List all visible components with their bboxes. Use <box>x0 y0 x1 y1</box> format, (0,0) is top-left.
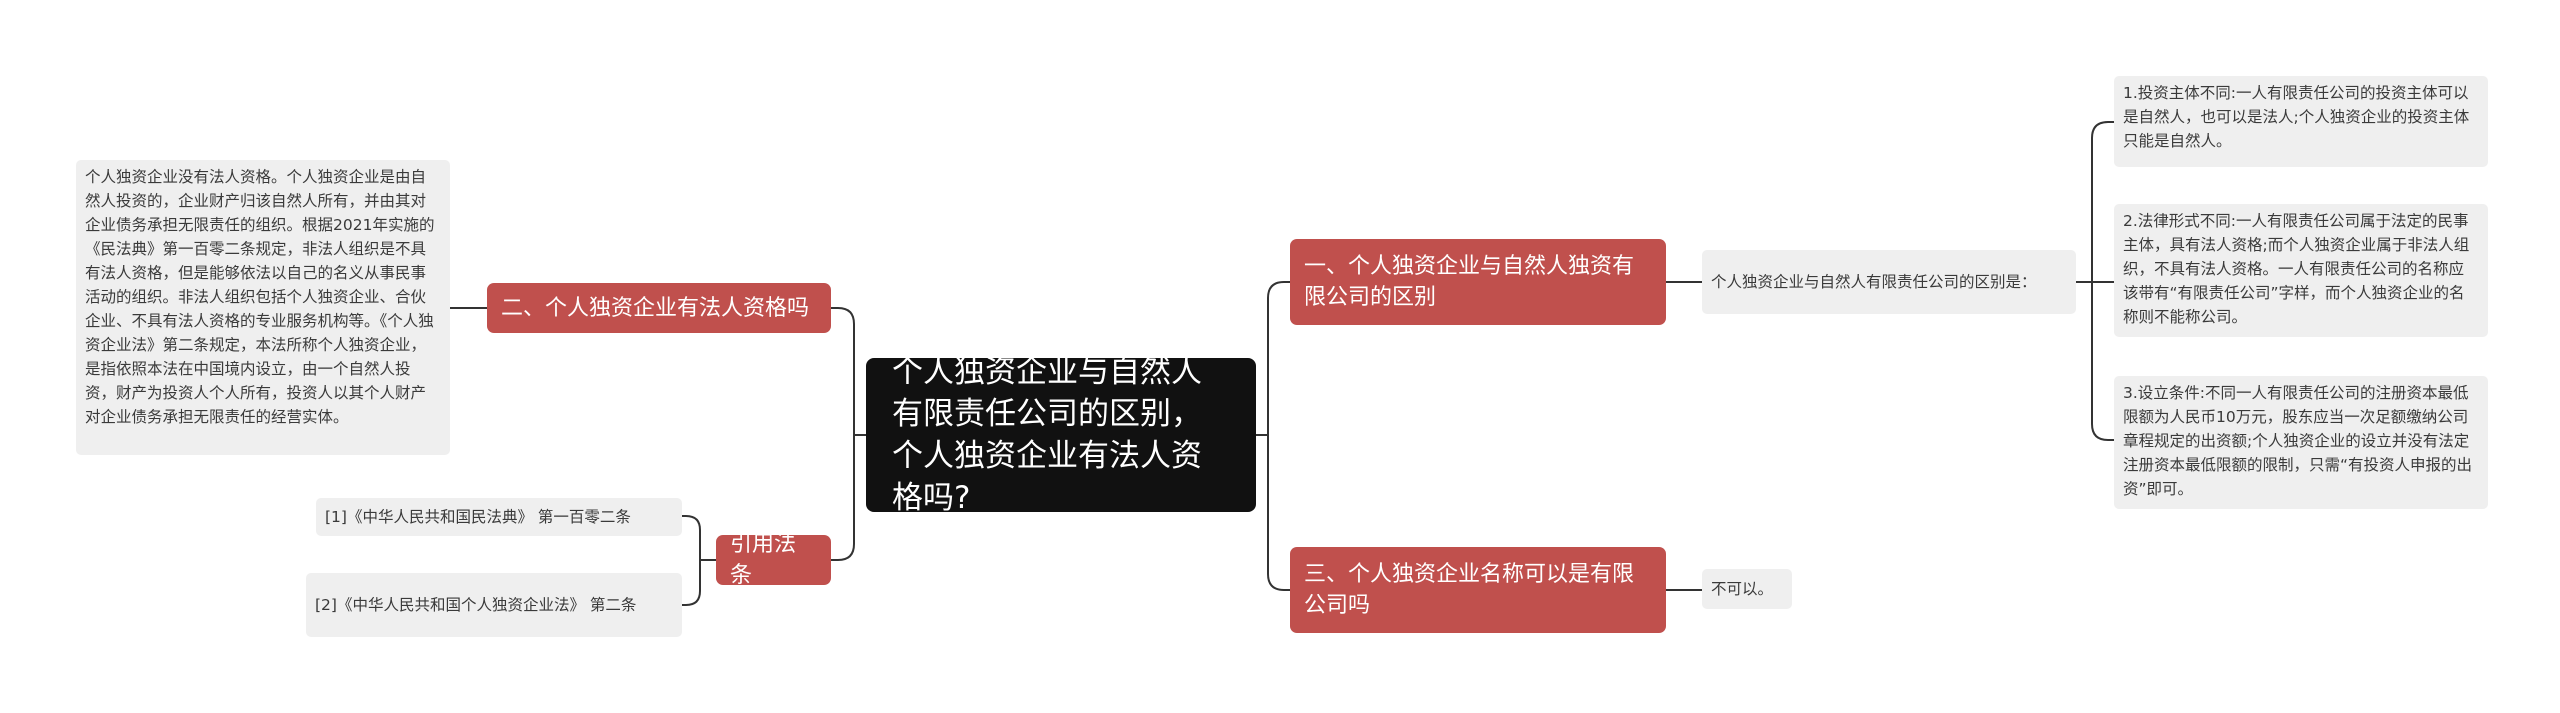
link-root-b4 <box>831 434 866 561</box>
branch-legal-person[interactable]: 二、个人独资企业有法人资格吗 <box>487 283 831 333</box>
branch-legal-person-text: 二、个人独资企业有法人资格吗 <box>501 295 810 321</box>
leaf-cited-law-2[interactable]: [2]《中华人民共和国个人独资企业法》 第二条 <box>306 573 682 637</box>
branch-cited-laws-text: 引用法条 <box>730 532 797 588</box>
leaf-difference-2[interactable]: 2.法律形式不同:一人有限责任公司属于法定的民事主体，具有法人资格;而个人独资企… <box>2114 204 2488 337</box>
leaf-difference-1-text: 1.投资主体不同:一人有限责任公司的投资主体可以是自然人，也可以是法人;个人独资… <box>2123 84 2470 150</box>
link-root-b1 <box>1256 281 1290 436</box>
link-intro-diff1 <box>2076 121 2114 283</box>
leaf-difference-3-text: 3.设立条件:不同一人有限责任公司的注册资本最低限额为人民币10万元，股东应当一… <box>2123 384 2473 498</box>
leaf-cited-law-2-text: [2]《中华人民共和国个人独资企业法》 第二条 <box>315 596 637 614</box>
leaf-differences-intro-text: 个人独资企业与自然人有限责任公司的区别是： <box>1711 273 2037 291</box>
link-root-b3 <box>1256 434 1290 591</box>
leaf-company-name-answer[interactable]: 不可以。 <box>1702 569 1792 609</box>
branch-differences[interactable]: 一、个人独资企业与自然人独资有限公司的区别 <box>1290 239 1666 325</box>
branch-cited-laws[interactable]: 引用法条 <box>716 532 831 588</box>
leaf-legal-person-detail[interactable]: 个人独资企业没有法人资格。个人独资企业是由自然人投资的，企业财产归该自然人所有，… <box>76 160 450 455</box>
leaf-legal-person-detail-text: 个人独资企业没有法人资格。个人独资企业是由自然人投资的，企业财产归该自然人所有，… <box>85 168 435 426</box>
leaf-cited-law-1-text: [1]《中华人民共和国民法典》 第一百零二条 <box>325 508 631 526</box>
leaf-company-name-answer-text: 不可以。 <box>1711 580 1774 598</box>
root-topic[interactable]: 个人独资企业与自然人有限责任公司的区别，个人独资企业有法人资格吗? <box>866 354 1256 516</box>
link-b4-law1 <box>682 515 716 561</box>
leaf-difference-3[interactable]: 3.设立条件:不同一人有限责任公司的注册资本最低限额为人民币10万元，股东应当一… <box>2114 376 2488 509</box>
leaf-difference-2-text: 2.法律形式不同:一人有限责任公司属于法定的民事主体，具有法人资格;而个人独资企… <box>2123 212 2470 326</box>
root-topic-text: 个人独资企业与自然人有限责任公司的区别，个人独资企业有法人资格吗? <box>892 354 1202 516</box>
branch-company-name[interactable]: 三、个人独资企业名称可以是有限公司吗 <box>1290 547 1666 633</box>
leaf-differences-intro[interactable]: 个人独资企业与自然人有限责任公司的区别是： <box>1702 250 2076 314</box>
link-root-b2 <box>831 307 866 436</box>
link-intro-diff3 <box>2076 281 2114 441</box>
branch-differences-text: 一、个人独资企业与自然人独资有限公司的区别 <box>1304 254 1635 310</box>
link-b4-law2 <box>682 559 716 606</box>
leaf-difference-1[interactable]: 1.投资主体不同:一人有限责任公司的投资主体可以是自然人，也可以是法人;个人独资… <box>2114 76 2488 167</box>
branch-company-name-text: 三、个人独资企业名称可以是有限公司吗 <box>1304 562 1635 618</box>
leaf-cited-law-1[interactable]: [1]《中华人民共和国民法典》 第一百零二条 <box>316 498 682 536</box>
